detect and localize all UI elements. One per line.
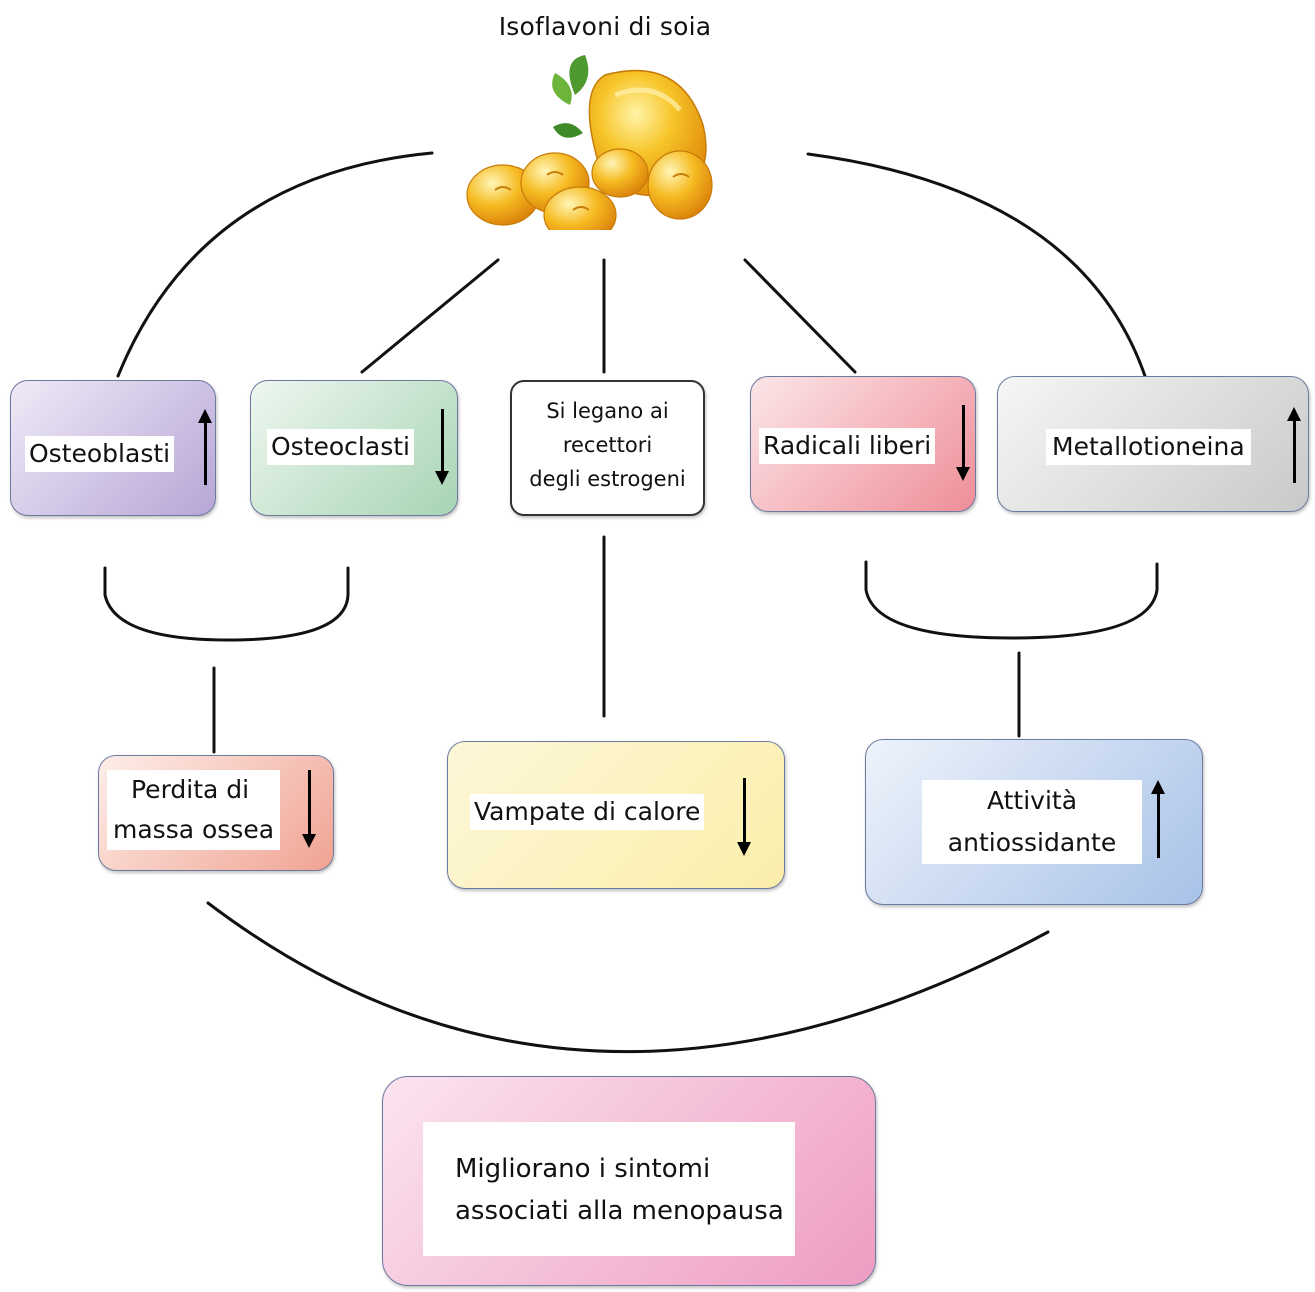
box-menopausa: Migliorano i sintomi associati alla meno… <box>382 1076 876 1286</box>
label-menopausa: Migliorano i sintomi associati alla meno… <box>423 1122 795 1256</box>
label-osteoclasti: Osteoclasti <box>267 429 414 465</box>
arrow-up-icon <box>1287 407 1301 483</box>
soybean-icon <box>466 55 713 230</box>
label-metallotioneina: Metallotioneina <box>1046 429 1251 465</box>
label-osteoblasti: Osteoblasti <box>25 436 175 472</box>
arc-right-metallotioneina <box>806 152 1147 378</box>
label-radicali: Radicali liberi <box>759 428 936 464</box>
bracket-left <box>103 566 350 642</box>
box-osteoblasti: Osteoblasti <box>10 380 216 516</box>
label-recettori: Si legano ai recettori degli estrogeni <box>529 399 686 491</box>
title: Isoflavoni di soia <box>498 12 712 41</box>
arrow-up-icon <box>198 409 212 485</box>
box-osteoclasti: Osteoclasti <box>250 380 458 516</box>
label-vampate: Vampate di calore <box>470 794 705 830</box>
box-vampate: Vampate di calore <box>447 741 785 889</box>
arrow-down-icon <box>302 770 316 848</box>
arrow-down-icon <box>956 405 970 481</box>
box-attivita-antiossidante: Attività antiossidante <box>865 739 1203 905</box>
arc-bottom <box>206 901 1050 1054</box>
box-metallotioneina: Metallotioneina <box>997 376 1309 512</box>
bracket-right <box>864 560 1159 640</box>
arc-left-osteoblasti <box>116 151 434 378</box>
line-osteoclasti <box>360 258 500 374</box>
box-recettori: Si legano ai recettori degli estrogeni <box>510 380 705 516</box>
arrow-down-icon <box>435 409 449 485</box>
box-radicali-liberi: Radicali liberi <box>750 376 976 512</box>
arrow-up-icon <box>1151 780 1165 858</box>
arrow-down-icon <box>737 778 751 856</box>
label-antiossidante: Attività antiossidante <box>922 780 1142 864</box>
label-perdita: Perdita di massa ossea <box>107 770 281 850</box>
box-perdita-massa-ossea: Perdita di massa ossea <box>98 755 334 871</box>
line-radicali <box>743 258 857 374</box>
